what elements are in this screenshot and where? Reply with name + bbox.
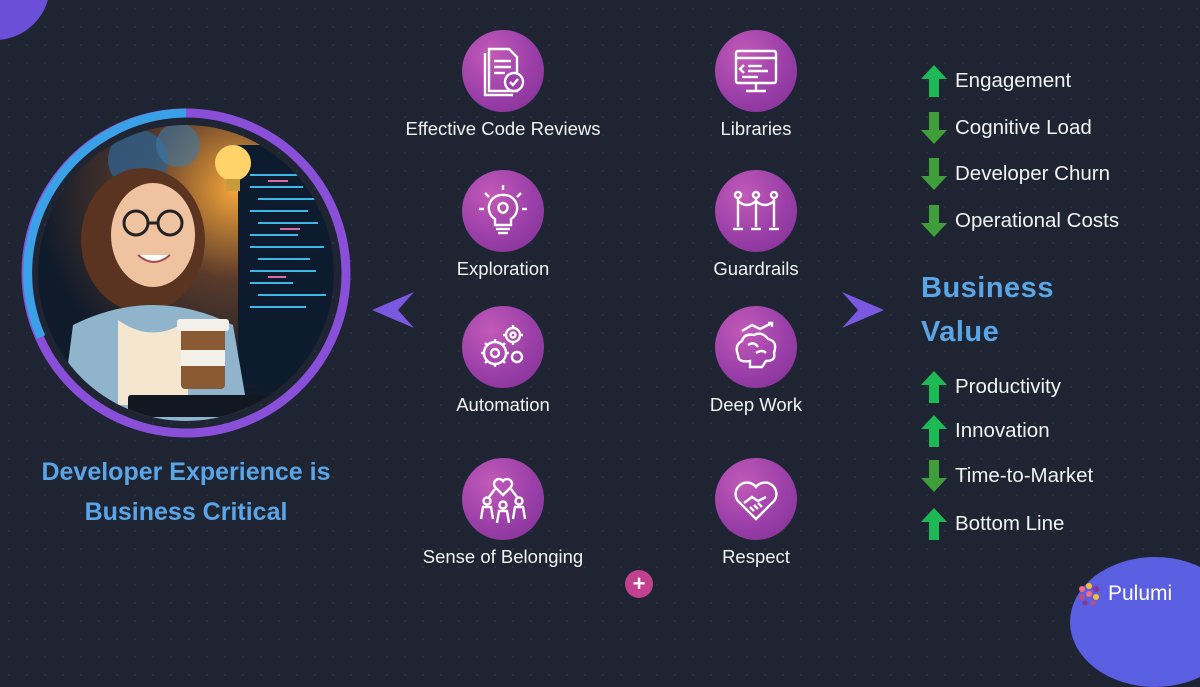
business-value-line-1: Business [921, 272, 1054, 304]
metric-operational-costs: Operational Costs [920, 204, 1119, 238]
code-window-icon [715, 30, 797, 112]
document-checkmark-icon [462, 30, 544, 112]
factor-libraries: Libraries [636, 30, 876, 140]
metric-cognitive-load: Cognitive Load [920, 111, 1092, 145]
metric-label: Developer Churn [955, 162, 1110, 185]
factor-label: Exploration [456, 258, 550, 279]
business-value-heading: Business Value [921, 266, 1054, 354]
factor-sense-of-belonging: Sense of Belonging [383, 458, 623, 568]
arrow-up-icon [921, 508, 947, 540]
metric-label: Productivity [955, 375, 1061, 398]
factor-label: Automation [456, 394, 550, 415]
factor-effective-code-reviews: Effective Code Reviews [383, 30, 623, 140]
brand: Pulumi [1076, 581, 1172, 607]
metric-label: Innovation [955, 419, 1050, 442]
developer-portrait [18, 105, 354, 441]
pulumi-logo-icon [1079, 583, 1099, 606]
arrow-up-icon [921, 371, 947, 403]
headline: Developer Experience is Business Critica… [10, 452, 362, 532]
headline-line-2: Business Critical [84, 498, 288, 526]
arrow-down-icon [921, 158, 947, 190]
lightbulb-brain-icon [462, 170, 544, 252]
metric-innovation: Innovation [920, 414, 1050, 448]
metric-productivity: Productivity [920, 370, 1061, 404]
metric-engagement: Engagement [920, 64, 1071, 98]
community-heart-icon [462, 458, 544, 540]
arrow-up-icon [921, 415, 947, 447]
metric-label: Time-to-Market [955, 464, 1094, 487]
factor-label: Guardrails [713, 258, 799, 279]
factor-guardrails: Guardrails [636, 170, 876, 280]
arrow-up-icon [921, 65, 947, 97]
factor-label: Deep Work [709, 394, 803, 415]
factor-deep-work: Deep Work [636, 306, 876, 416]
corner-decoration-top-left [0, 0, 50, 40]
stanchion-rope-icon [715, 170, 797, 252]
factor-label: Respect [722, 546, 790, 567]
factor-automation: Automation [383, 306, 623, 416]
business-value-line-2: Value [921, 316, 1000, 348]
metric-developer-churn: Developer Churn [920, 157, 1110, 191]
chevron-left-icon [372, 292, 414, 328]
arrow-down-icon [921, 112, 947, 144]
headline-line-1: Developer Experience is [41, 458, 331, 486]
metric-label: Engagement [955, 69, 1072, 92]
brand-name: Pulumi [1108, 582, 1173, 605]
corner-decoration-bottom-right [1070, 557, 1200, 687]
plus-icon: + [625, 570, 653, 598]
handshake-heart-icon [715, 458, 797, 540]
metric-label: Bottom Line [955, 512, 1065, 535]
factor-label: Libraries [720, 118, 792, 139]
metric-label: Cognitive Load [955, 116, 1092, 139]
arrow-down-icon [921, 205, 947, 237]
gears-icon [462, 306, 544, 388]
metric-time-to-market: Time-to-Market [920, 459, 1093, 493]
factor-respect: Respect [636, 458, 876, 568]
chevron-right-icon [842, 292, 884, 328]
metric-bottom-line: Bottom Line [920, 507, 1064, 541]
factor-label: Effective Code Reviews [405, 118, 601, 139]
brain-growth-icon [715, 306, 797, 388]
factor-label: Sense of Belonging [422, 546, 584, 567]
metric-label: Operational Costs [955, 209, 1120, 232]
arrow-down-icon [921, 460, 947, 492]
factor-exploration: Exploration [383, 170, 623, 280]
